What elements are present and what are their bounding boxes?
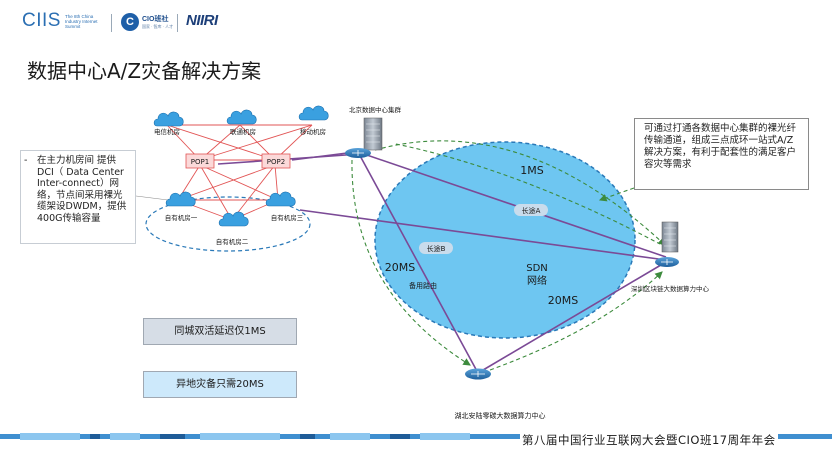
cloud-unicom-icon (226, 109, 257, 125)
logo-divider (111, 14, 112, 32)
line-a-badge (514, 204, 548, 216)
header: CIIS The 8th China Industry Internet Sum… (0, 0, 832, 40)
az-solution-note-box: 可通过打通各数据中心集群的裸光纤传输通道，组成三点成环一站式A/Z解决方案，有利… (634, 118, 809, 190)
cloud-mobile-label: 移动机房 (300, 127, 326, 136)
beijing-datacenter-icon (363, 117, 383, 151)
long-haul-lines (217, 151, 667, 374)
latency-20ms-right-label: 20MS (548, 294, 578, 307)
remote-backup-banner: 异地灾备只需20MS (143, 371, 297, 398)
backup-paths (351, 140, 666, 371)
ciis-logo-subtitle: The 8th China Industry Internet Summit (64, 13, 98, 29)
cloud-mobile-icon (298, 105, 329, 121)
hubei-router-icon (465, 368, 491, 380)
cloud-telecom-label: 电信机房 (154, 127, 180, 136)
own-room-1-icon (165, 191, 196, 207)
own-room-2-icon (218, 211, 249, 227)
cio-logo-subtitle: 国家 · 智库 · 人才 (142, 24, 174, 29)
city-active-banner: 同城双活延迟仅1MS (143, 318, 297, 345)
logo-divider (177, 14, 178, 32)
cio-logo: C CIO班社国家 · 智库 · 人才 (121, 13, 173, 31)
dci-note-box: - 在主力机房间 提供DCI（ Data Center Inter-connec… (20, 150, 136, 244)
footer-bar (0, 433, 832, 440)
az-solution-note-text: 可通过打通各数据中心集群的裸光纤传输通道，组成三点成环一站式A/Z解决方案，有利… (644, 123, 797, 170)
footer-event-title: 第八届中国行业互联网大会暨CIO班17周年年会 (520, 433, 778, 447)
own-room-3-label: 自有机房三 (271, 213, 304, 222)
note-connector (135, 195, 169, 201)
sdn-network-ellipse (374, 141, 636, 339)
pop1-box (185, 153, 215, 169)
cio-logo-text: CIO班社国家 · 智库 · 人才 (142, 16, 174, 29)
pop2-box (261, 153, 291, 169)
shenzhen-router-icon (655, 257, 679, 267)
line-b-label: 长途B (427, 244, 446, 253)
beijing-router-icon (345, 148, 371, 158)
cloud-unicom-label: 联通机房 (230, 127, 256, 136)
beijing-label: 北京数据中心集群 (349, 105, 402, 114)
ciis-logo-text: CIIS (22, 10, 61, 31)
pop2-label: POP2 (267, 158, 285, 166)
cloud-telecom-icon (153, 111, 184, 127)
cio-logo-icon: C (121, 13, 139, 31)
backup-route-label: 备用路由 (409, 281, 437, 290)
own-room-2-label: 自有机房二 (216, 237, 249, 246)
own-room-1-label: 自有机房一 (165, 213, 198, 222)
page-title: 数据中心A/Z灾备解决方案 (27, 59, 262, 83)
sdn-label: SDN (526, 263, 548, 274)
own-room-3-icon (265, 191, 296, 207)
own-rooms-ellipse (145, 196, 311, 252)
shenzhen-datacenter-icon (661, 221, 679, 253)
ciis-logo: CIIS The 8th China Industry Internet Sum… (22, 10, 103, 32)
line-b-badge (419, 242, 453, 254)
niiri-logo: NIIRI (186, 12, 218, 29)
shenzhen-label: 深圳区块链大数据算力中心 (631, 284, 710, 293)
hubei-label: 湖北安陆零碳大数据算力中心 (455, 411, 546, 420)
latency-1ms-label: 1MS (520, 164, 543, 177)
line-a-label: 长途A (522, 206, 541, 215)
latency-20ms-left-label: 20MS (385, 261, 415, 274)
pop1-label: POP1 (191, 158, 209, 166)
note-bullet: - (24, 155, 28, 166)
sdn-network-label: 网络 (527, 274, 547, 287)
dci-note-text: 在主力机房间 提供DCI（ Data Center Inter-connect）… (37, 155, 127, 224)
